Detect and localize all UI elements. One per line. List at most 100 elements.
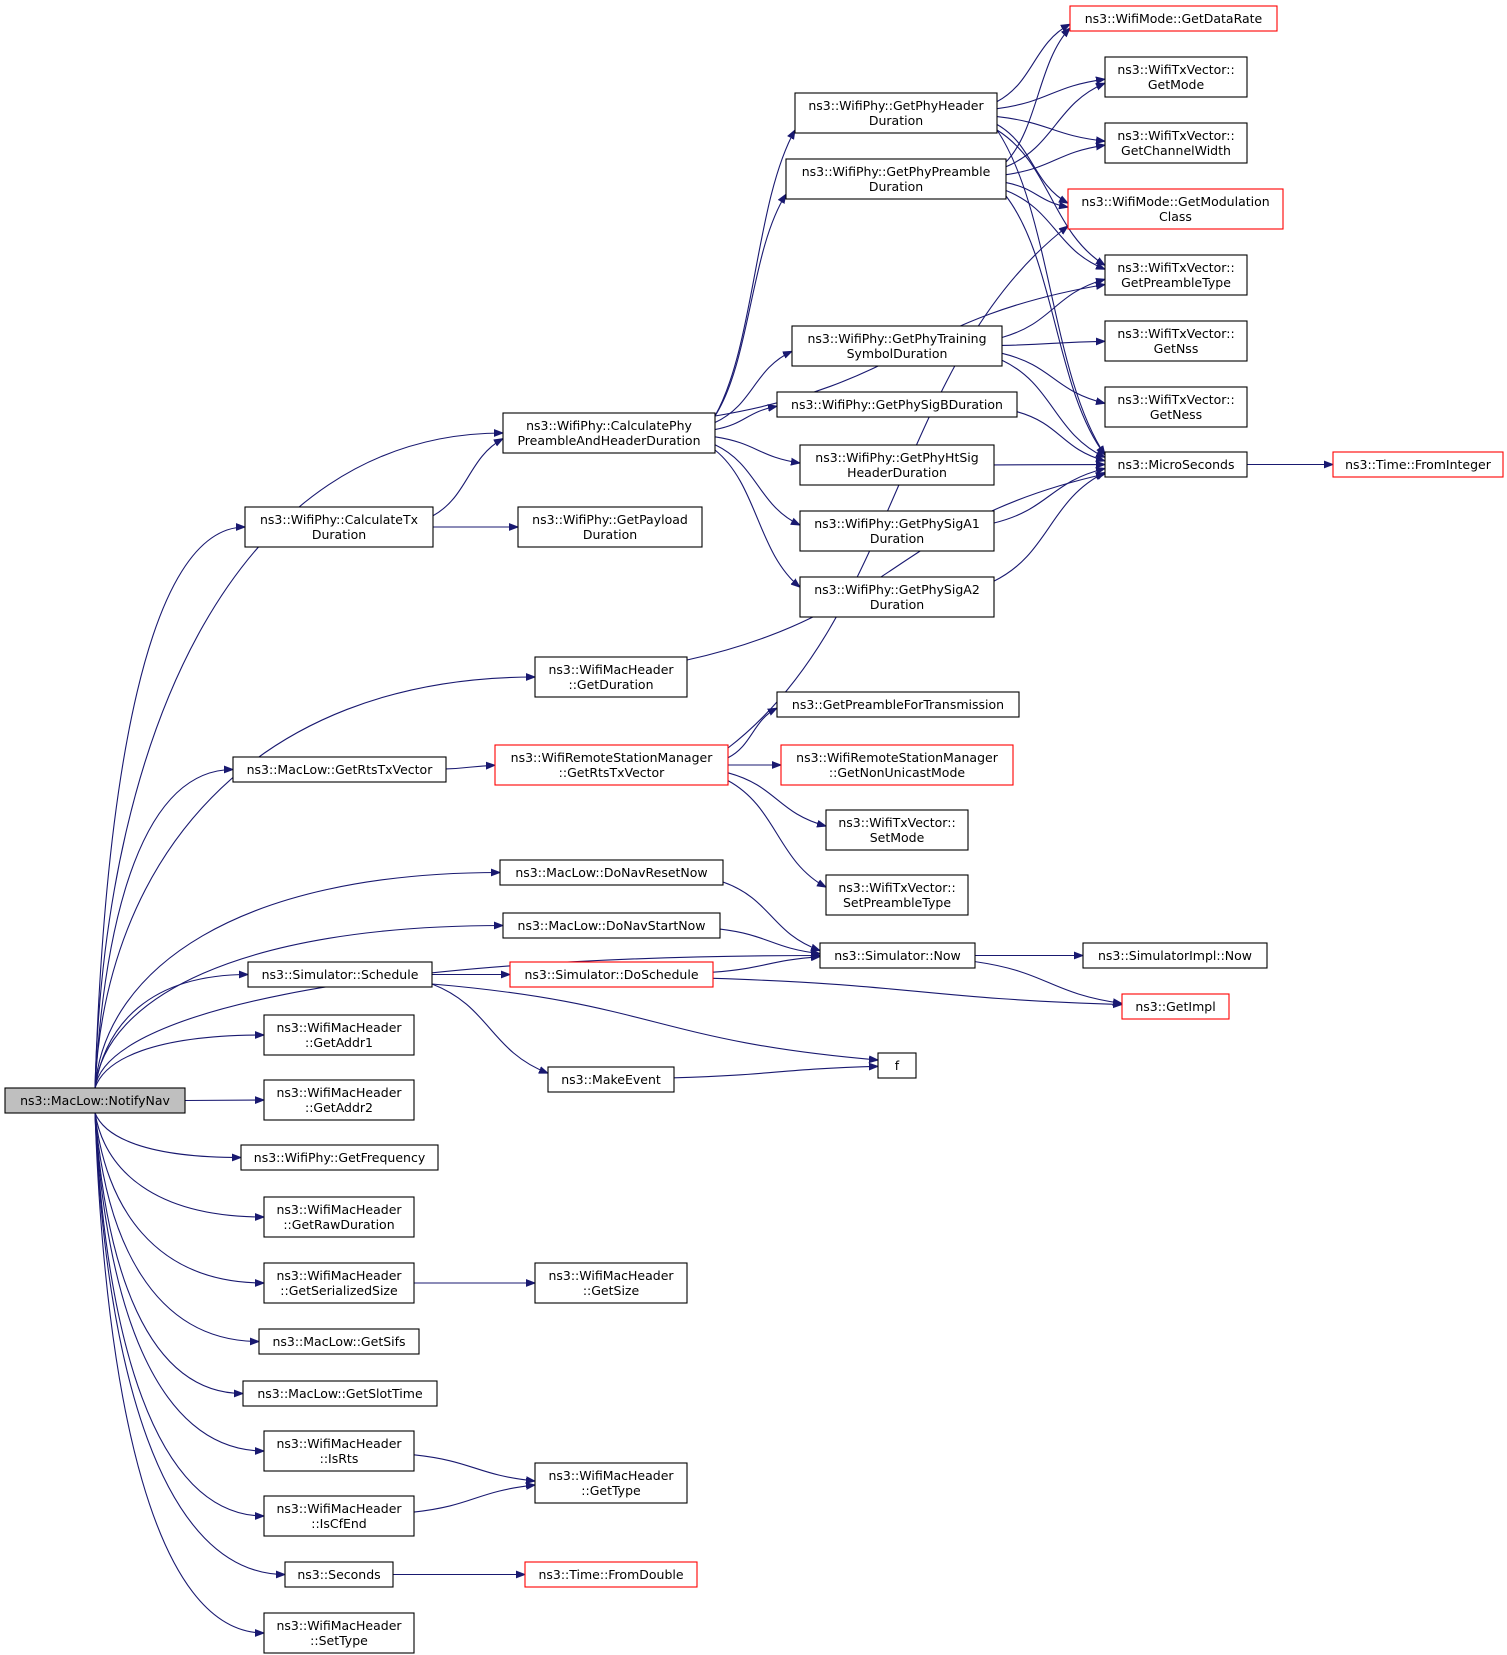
edge-calcPhyPre-to-getSigA1 — [714, 444, 800, 525]
node-txNss[interactable]: ns3::WifiTxVector::GetNss — [1104, 320, 1248, 362]
node-doSched[interactable]: ns3::Simulator::DoSchedule — [509, 961, 714, 988]
node-label-line: GetChannelWidth — [1121, 143, 1231, 158]
node-box — [494, 744, 729, 786]
node-label-line: ns3::WifiTxVector:: — [838, 880, 955, 895]
edge-notifyNav-to-freq — [94, 1112, 241, 1158]
node-label-line: ns3::WifiTxVector:: — [1117, 260, 1234, 275]
node-rtsTx[interactable]: ns3::MacLow::GetRtsTxVector — [232, 756, 447, 783]
edge-notifyNav-to-rtsTx — [94, 770, 233, 1089]
node-label-line: ns3::WifiMode::GetModulation — [1081, 194, 1269, 209]
node-seconds[interactable]: ns3::Seconds — [284, 1561, 394, 1588]
node-f[interactable]: f — [877, 1052, 917, 1079]
node-micro[interactable]: ns3::MicroSeconds — [1104, 451, 1248, 478]
node-box — [240, 1144, 439, 1171]
node-setType[interactable]: ns3::WifiMacHeader::SetType — [263, 1612, 415, 1654]
edge-isRts-to-getType — [413, 1454, 535, 1481]
node-addr1[interactable]: ns3::WifiMacHeader::GetAddr1 — [263, 1014, 415, 1056]
node-label-line: ns3::WifiTxVector:: — [838, 815, 955, 830]
edge-getSigB-to-micro — [1016, 411, 1105, 461]
edge-notifyNav-to-serSize — [94, 1112, 264, 1283]
node-navStart[interactable]: ns3::MacLow::DoNavStartNow — [502, 912, 721, 939]
edge-navReset-to-simNow — [722, 881, 820, 951]
node-isRts[interactable]: ns3::WifiMacHeader::IsRts — [263, 1430, 415, 1472]
edge-notifyNav-to-calcPhyPre — [94, 433, 503, 1089]
node-label-line: PreambleAndHeaderDuration — [517, 433, 700, 448]
node-navReset[interactable]: ns3::MacLow::DoNavResetNow — [499, 859, 724, 886]
node-simImplNow[interactable]: ns3::SimulatorImpl::Now — [1082, 942, 1268, 969]
node-label-line: ns3::MacLow::DoNavResetNow — [515, 865, 707, 880]
node-makeEvent[interactable]: ns3::MakeEvent — [547, 1066, 675, 1093]
node-label-line: ns3::GetImpl — [1135, 999, 1215, 1014]
node-label-line: SetMode — [870, 830, 925, 845]
node-txPre[interactable]: ns3::WifiTxVector::GetPreambleType — [1104, 254, 1248, 296]
node-label-line: ns3::WifiPhy::GetPhyPreamble — [802, 164, 991, 179]
node-fromInt[interactable]: ns3::Time::FromInteger — [1332, 451, 1504, 478]
node-box — [1082, 942, 1268, 969]
node-label-line: ns3::WifiPhy::GetPhySigA1 — [814, 516, 980, 531]
edge-notifyNav-to-hdrDur — [94, 677, 535, 1089]
node-simNow[interactable]: ns3::Simulator::Now — [819, 942, 976, 969]
edge-calcTx-to-calcPhyPre — [432, 439, 503, 517]
node-box — [244, 506, 434, 548]
node-calcPhyPre[interactable]: ns3::WifiPhy::CalculatePhyPreambleAndHea… — [502, 412, 716, 454]
node-label-line: GetNss — [1154, 341, 1199, 356]
node-txNess[interactable]: ns3::WifiTxVector::GetNess — [1104, 386, 1248, 428]
node-box — [524, 1561, 698, 1588]
node-nonUni[interactable]: ns3::WifiRemoteStationManager::GetNonUni… — [780, 744, 1014, 786]
node-sifs[interactable]: ns3::MacLow::GetSifs — [258, 1328, 420, 1355]
node-setPre[interactable]: ns3::WifiTxVector::SetPreambleType — [825, 874, 969, 916]
node-box — [1332, 451, 1504, 478]
node-txChan[interactable]: ns3::WifiTxVector::GetChannelWidth — [1104, 122, 1248, 164]
node-schedule[interactable]: ns3::Simulator::Schedule — [247, 961, 433, 988]
node-box — [794, 92, 998, 134]
node-label-line: ns3::MacLow::NotifyNav — [20, 1093, 170, 1108]
node-getPreTx[interactable]: ns3::GetPreambleForTransmission — [776, 691, 1020, 718]
node-getType[interactable]: ns3::WifiMacHeader::GetType — [534, 1462, 688, 1504]
edge-rsmRts-to-setMode — [727, 772, 826, 826]
node-txMode[interactable]: ns3::WifiTxVector::GetMode — [1104, 56, 1248, 98]
node-label-line: ns3::Time::FromInteger — [1345, 457, 1492, 472]
node-getPhyTrain[interactable]: ns3::WifiPhy::GetPhyTrainingSymbolDurati… — [791, 325, 1003, 367]
node-freq[interactable]: ns3::WifiPhy::GetFrequency — [240, 1144, 439, 1171]
node-getSigB[interactable]: ns3::WifiPhy::GetPhySigBDuration — [776, 391, 1018, 418]
node-box — [263, 1262, 415, 1304]
node-label-line: ns3::WifiMacHeader — [276, 1436, 402, 1451]
edge-calcPhyPre-to-getSigA2 — [714, 449, 800, 587]
node-serSize[interactable]: ns3::WifiMacHeader::GetSerializedSize — [263, 1262, 415, 1304]
node-fromDbl[interactable]: ns3::Time::FromDouble — [524, 1561, 698, 1588]
node-isCfEnd[interactable]: ns3::WifiMacHeader::IsCfEnd — [263, 1495, 415, 1537]
node-rawDur[interactable]: ns3::WifiMacHeader::GetRawDuration — [263, 1196, 415, 1238]
node-getImpl[interactable]: ns3::GetImpl — [1121, 993, 1230, 1020]
node-label-line: ns3::Seconds — [297, 1567, 380, 1582]
node-slot[interactable]: ns3::MacLow::GetSlotTime — [242, 1380, 438, 1407]
node-box — [1104, 386, 1248, 428]
edge-doSched-to-getImpl — [712, 977, 1122, 1004]
edge-notifyNav-to-addr2 — [184, 1100, 264, 1101]
edge-notifyNav-to-navReset — [94, 873, 500, 1089]
node-box — [517, 506, 703, 548]
node-getSize[interactable]: ns3::WifiMacHeader::GetSize — [534, 1262, 688, 1304]
node-setMode[interactable]: ns3::WifiTxVector::SetMode — [825, 809, 969, 851]
node-notifyNav[interactable]: ns3::MacLow::NotifyNav — [4, 1087, 186, 1114]
node-label-line: ns3::WifiPhy::CalculateTx — [260, 512, 418, 527]
node-addr2[interactable]: ns3::WifiMacHeader::GetAddr2 — [263, 1079, 415, 1121]
node-hdrDur[interactable]: ns3::WifiMacHeader::GetDuration — [534, 656, 688, 698]
node-box — [780, 744, 1014, 786]
edge-notifyNav-to-navStart — [94, 926, 503, 1089]
node-label-line: Duration — [869, 179, 923, 194]
node-rsmRts[interactable]: ns3::WifiRemoteStationManager::GetRtsTxV… — [494, 744, 729, 786]
node-box — [534, 1262, 688, 1304]
node-label-line: ns3::WifiMode::GetDataRate — [1085, 11, 1263, 26]
edge-rsmRts-to-setPre — [727, 780, 826, 888]
node-label-line: ns3::WifiMacHeader — [548, 1468, 674, 1483]
node-dataRate[interactable]: ns3::WifiMode::GetDataRate — [1069, 5, 1278, 32]
node-label-line: ns3::MacLow::GetRtsTxVector — [247, 762, 434, 777]
